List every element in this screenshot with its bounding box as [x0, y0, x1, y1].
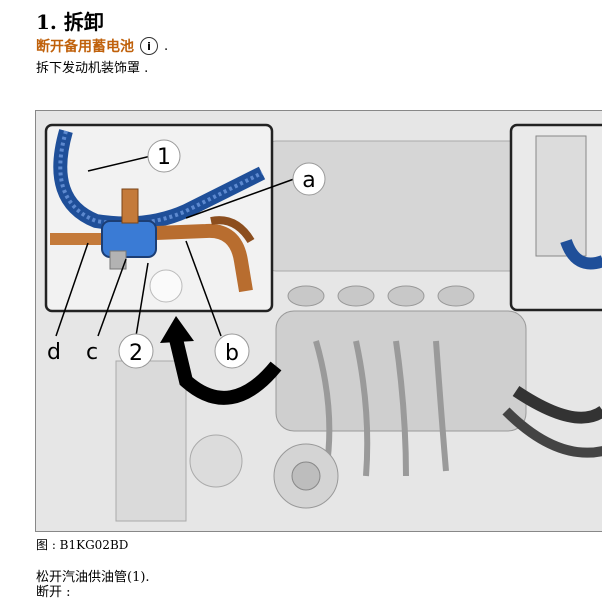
page-heading: 1. 拆卸 [36, 10, 104, 34]
period: . [164, 38, 169, 54]
disconnect-step: 断开 : [36, 585, 71, 600]
callout-b: b [225, 341, 239, 366]
callout-d: d [47, 340, 61, 365]
callout-1: 1 [157, 145, 171, 170]
loosen-fuel-pipe-step: 松开汽油供油管(1). [36, 570, 150, 585]
battery-instruction-line: 断开备用蓄电池 i . [36, 36, 168, 56]
figure-caption: 图 : B1KG02BD [36, 538, 129, 552]
remove-engine-cover-step: 拆下发动机装饰罩 . [36, 61, 149, 76]
disconnect-battery-link[interactable]: 断开备用蓄电池 [36, 39, 134, 55]
callout-c: c [86, 340, 98, 365]
info-icon[interactable]: i [140, 37, 158, 55]
callout-a: a [302, 168, 315, 193]
engine-figure: 1 a d c 2 b [35, 110, 602, 532]
engine-illustration: 1 a d c 2 b [36, 111, 602, 531]
callout-2: 2 [129, 341, 143, 366]
